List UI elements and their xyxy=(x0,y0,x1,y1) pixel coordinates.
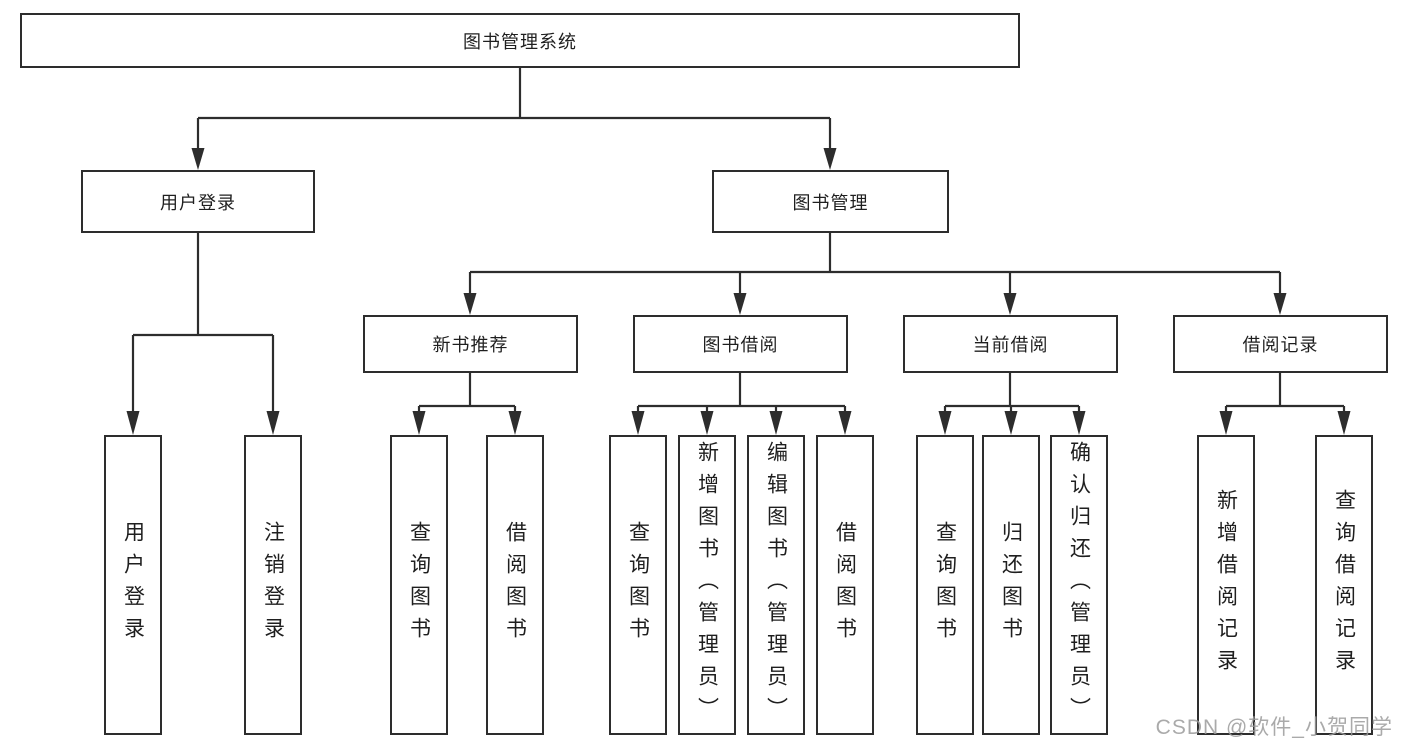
arrowhead xyxy=(191,148,205,170)
arrowhead xyxy=(1219,411,1233,435)
node-root-system: 图书管理系统 xyxy=(20,13,1020,68)
leaf-query-books-current: 查询图书 xyxy=(916,435,974,735)
arrowhead xyxy=(631,411,645,435)
leaf-borrow-books-recommend: 借阅图书 xyxy=(486,435,544,735)
arrowhead xyxy=(1004,411,1018,435)
node-label: 图书管理系统 xyxy=(463,31,577,52)
leaf-user-login: 用户登录 xyxy=(104,435,162,735)
leaf-label: 注销登录 xyxy=(261,521,285,649)
arrowhead xyxy=(412,411,426,435)
node-current-borrowing: 当前借阅 xyxy=(903,315,1118,373)
arrowhead xyxy=(1337,411,1351,435)
leaf-label: 查询图书 xyxy=(407,521,431,649)
leaf-query-borrow-record: 查询借阅记录 xyxy=(1315,435,1373,735)
leaf-edit-books-admin: 编辑图书（管理员） xyxy=(747,435,805,735)
arrowhead xyxy=(838,411,852,435)
arrowhead xyxy=(938,411,952,435)
leaf-label: 用户登录 xyxy=(121,521,145,649)
leaf-label: 新增借阅记录 xyxy=(1214,489,1238,681)
leaf-label: 编辑图书（管理员） xyxy=(764,441,788,729)
node-label: 图书管理 xyxy=(792,192,869,213)
arrowhead xyxy=(733,293,747,315)
leaf-label: 借阅图书 xyxy=(833,521,857,649)
leaf-label: 借阅图书 xyxy=(503,521,527,649)
arrowhead xyxy=(508,411,522,435)
arrowhead xyxy=(769,411,783,435)
arrowhead xyxy=(126,411,140,435)
node-book-borrowing: 图书借阅 xyxy=(633,315,848,373)
leaf-borrow-books: 借阅图书 xyxy=(816,435,874,735)
node-user-login-branch: 用户登录 xyxy=(81,170,315,233)
arrowhead xyxy=(700,411,714,435)
arrowhead xyxy=(1003,293,1017,315)
leaf-label: 归还图书 xyxy=(999,521,1023,649)
leaf-logout: 注销登录 xyxy=(244,435,302,735)
arrowhead xyxy=(266,411,280,435)
leaf-label: 确认归还（管理员） xyxy=(1067,441,1091,729)
arrowhead xyxy=(463,293,477,315)
leaf-label: 查询借阅记录 xyxy=(1332,489,1356,681)
node-label: 用户登录 xyxy=(160,192,236,213)
leaf-label: 新增图书（管理员） xyxy=(695,441,719,729)
leaf-query-books-borrow: 查询图书 xyxy=(609,435,667,735)
arrowhead xyxy=(1072,411,1086,435)
arrowhead xyxy=(1273,293,1287,315)
node-label: 新书推荐 xyxy=(432,335,509,355)
arrowhead xyxy=(823,148,837,170)
node-label: 借阅记录 xyxy=(1242,335,1319,355)
leaf-add-books-admin: 新增图书（管理员） xyxy=(678,435,736,735)
node-label: 图书借阅 xyxy=(702,335,779,355)
leaf-return-books: 归还图书 xyxy=(982,435,1040,735)
node-book-management-branch: 图书管理 xyxy=(712,170,949,233)
leaf-add-borrow-record: 新增借阅记录 xyxy=(1197,435,1255,735)
leaf-label: 查询图书 xyxy=(933,521,957,649)
leaf-confirm-return-admin: 确认归还（管理员） xyxy=(1050,435,1108,735)
node-label: 当前借阅 xyxy=(972,335,1049,355)
csdn-watermark: CSDN @软件_小贺同学 xyxy=(1155,716,1393,739)
node-borrowing-records: 借阅记录 xyxy=(1173,315,1388,373)
leaf-query-books-recommend: 查询图书 xyxy=(390,435,448,735)
node-new-book-recommend: 新书推荐 xyxy=(363,315,578,373)
leaf-label: 查询图书 xyxy=(626,521,650,649)
